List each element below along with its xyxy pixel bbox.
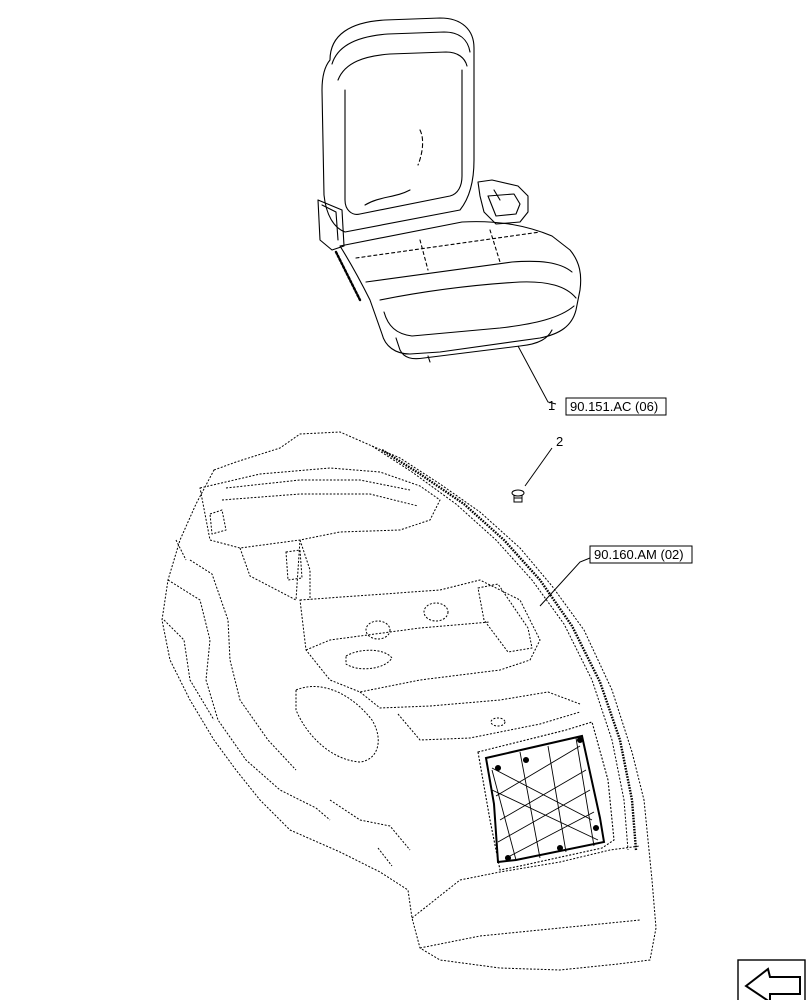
previous-page-arrow-icon[interactable] — [737, 959, 806, 1000]
callout-leader-2 — [524, 447, 553, 487]
screw-icon — [511, 489, 525, 503]
seat-base-cover-icon — [161, 431, 657, 971]
callout-leader-1 — [517, 345, 557, 405]
callout-item-number: 1 — [548, 398, 555, 413]
reference-link-cover[interactable]: 90.160.AM (02) — [594, 547, 684, 562]
callout-3: 90.160.AM (02) — [589, 545, 693, 564]
callout-1: 1 90.151.AC (06) — [548, 397, 667, 416]
storage-net-icon — [477, 721, 615, 871]
reference-box[interactable] — [589, 545, 693, 564]
reference-box[interactable] — [565, 397, 667, 416]
callout-leader-3 — [539, 557, 591, 607]
seat-icon — [317, 17, 582, 363]
callout-item-number: 2 — [556, 434, 563, 449]
reference-link-seat[interactable]: 90.151.AC (06) — [570, 399, 658, 414]
